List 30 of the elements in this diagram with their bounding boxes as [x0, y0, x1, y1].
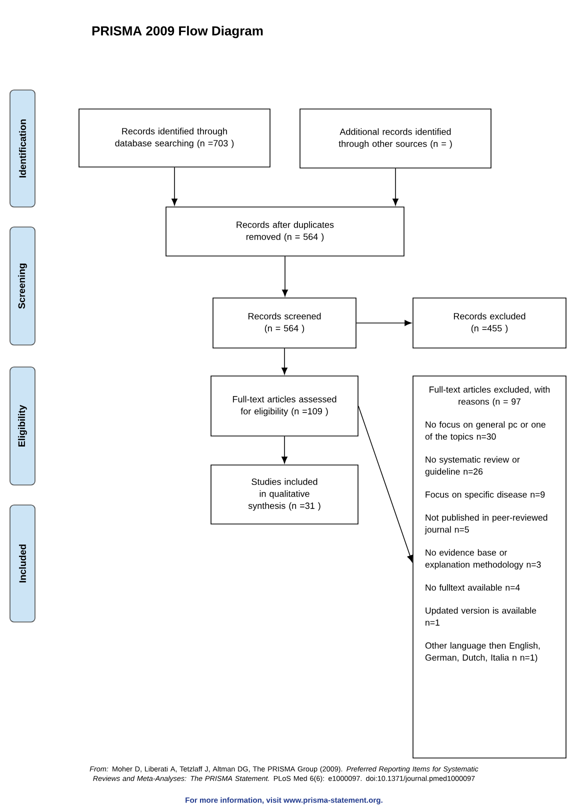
node-label: No systematic review or guideline n=26 — [425, 456, 520, 476]
node-label: Updated version is available n=1 — [426, 607, 536, 626]
node-label: No evidence base or explanation methodology n=3 — [425, 549, 541, 570]
process-box: Records excluded (n =455 ) — [412, 298, 566, 348]
node-label: Other language then English, German, Dutch, Italia n n=1) — [425, 642, 540, 662]
arrow — [282, 256, 288, 296]
arrow — [172, 166, 178, 206]
node-label: Full-text articles excluded, with reasons (n = 97 — [430, 386, 550, 406]
process-box: Studies included in qualitative synthesis (n =31 ) — [210, 464, 358, 524]
process-box: Records screened (n = 564 ) — [212, 298, 356, 348]
reason-list: Full-text articles excluded, with reasons (n = 97 No focus on general pc or one of the topics n=30 No systematic review or guideline n=26 Focus on specific disease n=9 Not published in peer-reviewed journal n=5 No evidence base or explanation methodology n=3 No fulltext available n=4 Updated version is available n=1 Other language then English, German, Dutch, Italia n n=1) — [424, 386, 550, 662]
stage-band: Identification — [10, 90, 36, 208]
title: PRISMA 2009 Flow Diagram — [92, 26, 263, 38]
node-label: Not published in peer-reviewed journal n=5 — [424, 514, 548, 534]
stage-band: Eligibility — [10, 366, 36, 486]
node-label: No fulltext available n=4 — [426, 584, 520, 591]
process-box: Records identified through database searching (n =703 ) — [78, 108, 270, 168]
node-label: No focus on general pc or one of the topics n=30 — [425, 421, 546, 442]
exclusion-box — [412, 376, 566, 758]
arrow — [282, 348, 288, 374]
process-box: Additional records identified through other sources (n = ) — [300, 108, 492, 168]
stage-band: Screening — [10, 226, 36, 346]
arrow — [358, 406, 413, 562]
process-box: Records after duplicates removed (n = 564 ) — [166, 206, 404, 256]
stage-band: Included — [10, 504, 36, 622]
process-box: Full-text articles assessed for eligibility (n =109 ) — [210, 376, 358, 436]
node-label: Focus on specific disease n=9 — [426, 491, 545, 500]
arrow — [282, 436, 288, 464]
arrow — [392, 168, 398, 206]
arrow — [356, 320, 412, 326]
